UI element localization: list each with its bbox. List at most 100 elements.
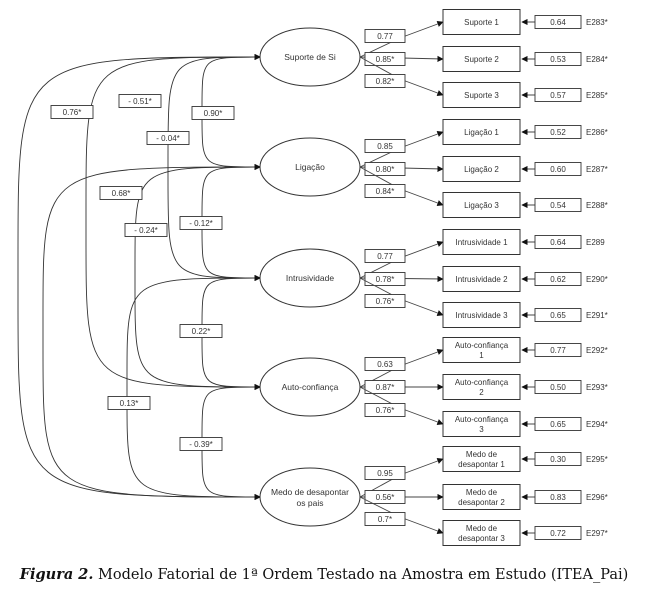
indicator-box <box>442 82 521 108</box>
loading-value: 0.85 <box>377 142 393 151</box>
correlation-f2-f5: 0.68* <box>42 163 261 501</box>
loading-value: 0.76* <box>376 406 395 415</box>
indicator-label: Ligação 1 <box>464 128 499 137</box>
correlation-f1-f4: - 0.51* <box>85 53 261 391</box>
correlation-value: 0.68* <box>112 189 131 198</box>
correlation-value: 0.13* <box>120 399 139 408</box>
loading-value-box <box>364 512 406 526</box>
error-variance-value: 0.77 <box>550 346 566 355</box>
error-variance-value: 0.83 <box>550 493 566 502</box>
correlation-value-box <box>124 223 168 237</box>
factor-label: Medo de desapontar <box>271 487 349 497</box>
loading-value: 0.77 <box>377 252 393 261</box>
correlation-value-box <box>107 396 151 410</box>
loading-value-box <box>364 249 406 263</box>
loading-value: 0.84* <box>376 187 395 196</box>
error-variance-value: 0.50 <box>550 383 566 392</box>
error-term-label: E288* <box>586 201 608 210</box>
error-term-label: E286* <box>586 128 608 137</box>
correlation-value: - 0.12* <box>189 219 213 228</box>
correlation-f3-f5: 0.13* <box>107 274 261 501</box>
indicator-label: desapontar 3 <box>458 534 505 543</box>
loading-value-box <box>364 490 406 504</box>
figure-title: Modelo Fatorial de 1ª Ordem Testado na A… <box>93 567 629 583</box>
indicator-label: Ligação 2 <box>464 165 499 174</box>
loading-value-box <box>364 52 406 66</box>
indicator-box <box>442 156 521 182</box>
indicator-box <box>442 46 521 72</box>
error-term-label: E293* <box>586 383 608 392</box>
correlation-arrow <box>17 53 261 501</box>
error-term-label: E292* <box>586 346 608 355</box>
correlation-arrow <box>42 163 261 501</box>
loading-value-box <box>364 74 406 88</box>
correlation-value-box <box>50 105 94 119</box>
correlation-value-box <box>146 131 190 145</box>
loading-value: 0.76* <box>376 297 395 306</box>
indicator-box <box>442 302 521 328</box>
indicator-label: Ligação 3 <box>464 201 499 210</box>
indicator-label: Suporte 1 <box>464 18 499 27</box>
error-variance-box <box>534 272 582 286</box>
correlation-value: - 0.51* <box>128 97 152 106</box>
error-term-label: E290* <box>586 275 608 284</box>
error-variance-box <box>534 490 582 504</box>
indicator-box <box>442 446 521 472</box>
correlation-value-box <box>179 324 223 338</box>
loading-value: 0.87* <box>376 383 395 392</box>
correlation-f3-f4: 0.22* <box>179 274 261 391</box>
error-variance-box <box>534 52 582 66</box>
loading-value-box <box>364 162 406 176</box>
factor-label: Suporte de Si <box>284 52 336 62</box>
indicator-box <box>442 119 521 145</box>
correlation-f1-f2: 0.90* <box>191 53 261 171</box>
latent-factor-f1: Suporte de Si <box>259 27 361 87</box>
sem-path-diagram: 0.90*- 0.04*- 0.51*0.76*- 0.12*- 0.24*0.… <box>17 9 608 546</box>
indicator-box <box>442 520 521 546</box>
error-variance-box <box>534 417 582 431</box>
indicator-label: Auto-confiança <box>455 415 509 424</box>
indicator-box <box>442 229 521 255</box>
loading-value-box <box>364 272 406 286</box>
error-term-label: E294* <box>586 420 608 429</box>
correlation-f2-f4: - 0.24* <box>124 163 261 391</box>
error-variance-value: 0.60 <box>550 165 566 174</box>
indicator-box <box>442 374 521 400</box>
indicator-label: 2 <box>479 388 484 397</box>
error-variance-value: 0.52 <box>550 128 566 137</box>
error-variance-box <box>534 88 582 102</box>
error-variance-box <box>534 125 582 139</box>
error-variance-value: 0.64 <box>550 18 566 27</box>
error-term-label: E283* <box>586 18 608 27</box>
indicator-label: desapontar 1 <box>458 460 505 469</box>
factor-label: Ligação <box>295 162 325 172</box>
factor-label: Intrusividade <box>286 273 334 283</box>
indicator-4: 0.85 Ligação 1 0.52 E286* <box>359 119 608 168</box>
loading-value-box <box>364 294 406 308</box>
error-variance-box <box>534 162 582 176</box>
correlation-value: - 0.39* <box>189 440 213 449</box>
loading-value: 0.80* <box>376 165 395 174</box>
correlation-arrow <box>134 163 261 391</box>
correlation-value-box <box>191 106 235 120</box>
correlation-value-box <box>118 94 162 108</box>
indicator-label: Medo de <box>466 450 498 459</box>
correlation-value-box <box>179 437 223 451</box>
indicator-box <box>442 9 521 35</box>
indicator-box <box>442 411 521 437</box>
loading-value-box <box>364 184 406 198</box>
loading-value-box <box>364 466 406 480</box>
indicator-box <box>442 266 521 292</box>
loading-value-box <box>364 139 406 153</box>
indicator-label: 3 <box>479 425 484 434</box>
latent-factor-f2: Ligação <box>259 137 361 197</box>
